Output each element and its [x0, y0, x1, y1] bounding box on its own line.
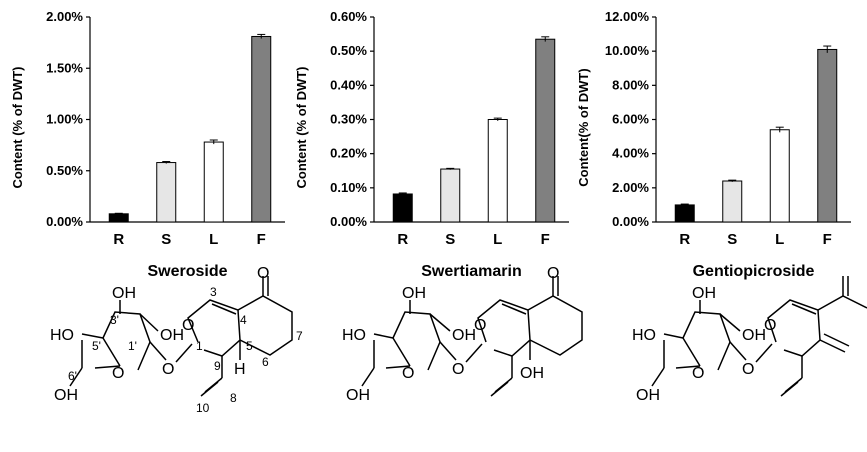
x-tick-label: F	[541, 231, 550, 248]
sweroside-position-number: 6'	[68, 369, 77, 383]
x-axis-label: Sweroside	[147, 263, 227, 280]
x-axis-label: Swertiamarin	[421, 263, 521, 280]
sweroside-atom-label: O	[257, 265, 269, 282]
y-axis-label: Content (% of DWT)	[10, 66, 25, 188]
sweroside-position-number: 4	[240, 313, 247, 327]
sweroside-position-number: 3	[210, 285, 217, 299]
bar-L	[487, 119, 508, 223]
swertiamarin-atom-label: HO	[342, 327, 366, 344]
sweroside-structure: OH HO OH O O O O OH H 3' 5' 1' 6' 3 4 1 …	[50, 265, 303, 415]
gentiopicroside-atom-label: O	[764, 317, 776, 334]
sweroside-position-number: 10	[196, 401, 210, 415]
y-tick-label: 1.50%	[46, 60, 83, 75]
y-tick-label: 6.00%	[612, 112, 649, 127]
bar-F	[251, 35, 272, 223]
bar-F	[535, 38, 556, 223]
y-tick-label: 1.00%	[46, 112, 83, 127]
x-tick-label: L	[493, 231, 502, 248]
sweroside-atom-label: HO	[50, 327, 74, 344]
y-tick-label: 0.00%	[46, 214, 83, 229]
gentiopicroside-structure: OH HO OH O O O OH	[632, 276, 867, 404]
y-tick-label: 4.00%	[612, 146, 649, 161]
sweroside-atom-label: OH	[112, 285, 136, 302]
gentiopicroside-atom-label: HO	[632, 327, 656, 344]
sweroside-position-number: 1'	[128, 339, 137, 353]
y-tick-label: 12.00%	[605, 9, 650, 24]
bar-R	[674, 204, 695, 223]
x-tick-label: S	[727, 231, 737, 248]
bar-R	[108, 213, 129, 223]
sweroside-position-number: 6	[262, 355, 269, 369]
y-tick-label: 2.00%	[612, 180, 649, 195]
y-tick-label: 0.30%	[330, 112, 367, 127]
y-tick-label: 2.00%	[46, 9, 83, 24]
x-tick-label: R	[397, 231, 408, 248]
swertiamarin-atom-label: OH	[520, 365, 544, 382]
x-tick-label: R	[679, 231, 690, 248]
sweroside-atom-label: H	[234, 361, 246, 378]
swertiamarin-atom-label: O	[402, 365, 414, 382]
swertiamarin-atom-label: OH	[402, 285, 426, 302]
sweroside-position-number: 8	[230, 391, 237, 405]
x-tick-label: R	[113, 231, 124, 248]
chart-panel-2: 0.00% 0.10% 0.20% 0.30% 0.40% 0.50% 0.60% R S L F S…	[294, 9, 569, 280]
sweroside-atom-label: O	[182, 317, 194, 334]
swertiamarin-atom-label: OH	[452, 327, 476, 344]
chart-panel-3: 0.00% 2.00% 4.00% 6.00% 8.00% 10.00% 12.00% R S L…	[576, 9, 851, 280]
x-tick-label: F	[823, 231, 832, 248]
y-tick-label: 0.50%	[46, 163, 83, 178]
swertiamarin-structure: OH HO OH O O O O OH OH	[342, 265, 583, 404]
y-tick-label: 0.60%	[330, 9, 367, 24]
y-tick-label: 0.10%	[330, 180, 367, 195]
y-tick-label: 0.00%	[330, 214, 367, 229]
gentiopicroside-atom-label: OH	[692, 285, 716, 302]
y-tick-label: 0.00%	[612, 214, 649, 229]
x-tick-label: S	[161, 231, 171, 248]
gentiopicroside-atom-label: O	[692, 365, 704, 382]
bar-L	[203, 141, 224, 223]
bar-charts: 0.00% 0.50% 1.00% 1.50% 2.00% R S L F Sweroside Co…	[10, 9, 851, 280]
y-tick-label: 8.00%	[612, 77, 649, 92]
sweroside-position-number: 1	[196, 339, 203, 353]
sweroside-atom-label: OH	[160, 327, 184, 344]
y-axis-label: Content(% of DWT)	[576, 68, 591, 186]
x-tick-label: L	[209, 231, 218, 248]
gentiopicroside-atom-label: O	[742, 361, 754, 378]
y-tick-label: 0.40%	[330, 77, 367, 92]
y-axis-label: Content (% of DWT)	[294, 66, 309, 188]
sweroside-atom-label: O	[162, 361, 174, 378]
x-axis-label: Gentiopicroside	[693, 263, 815, 280]
sweroside-position-number: 5'	[92, 339, 101, 353]
sweroside-position-number: 7	[296, 329, 303, 343]
bar-F	[817, 48, 838, 223]
sweroside-position-number: 3'	[110, 313, 119, 327]
x-tick-label: F	[257, 231, 266, 248]
x-tick-label: S	[445, 231, 455, 248]
y-tick-label: 10.00%	[605, 43, 650, 58]
swertiamarin-atom-label: OH	[346, 387, 370, 404]
swertiamarin-atom-label: O	[474, 317, 486, 334]
y-tick-label: 0.50%	[330, 43, 367, 58]
bar-L	[769, 129, 790, 223]
bar-S	[722, 180, 743, 223]
chart-panel-1: 0.00% 0.50% 1.00% 1.50% 2.00% R S L F Sweroside Co…	[10, 9, 285, 280]
sweroside-atom-label: O	[112, 365, 124, 382]
swertiamarin-atom-label: O	[547, 265, 559, 282]
sweroside-atom-label: OH	[54, 387, 78, 404]
sweroside-position-number: 9	[214, 359, 221, 373]
bar-S	[440, 168, 461, 223]
gentiopicroside-atom-label: OH	[636, 387, 660, 404]
swertiamarin-atom-label: O	[452, 361, 464, 378]
bar-S	[156, 162, 177, 223]
y-tick-label: 0.20%	[330, 146, 367, 161]
x-tick-label: L	[775, 231, 784, 248]
bar-R	[392, 193, 413, 223]
sweroside-position-number: 5	[246, 339, 253, 353]
gentiopicroside-atom-label: OH	[742, 327, 766, 344]
